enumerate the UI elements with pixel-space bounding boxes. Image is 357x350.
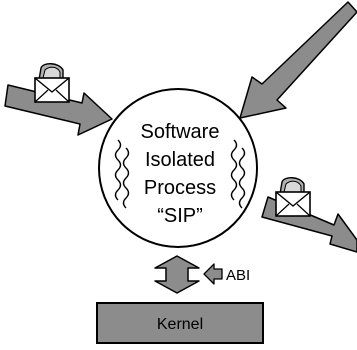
abi-label: ABI bbox=[226, 267, 250, 284]
squiggle-left bbox=[114, 139, 130, 209]
incoming-arrow-left bbox=[4, 84, 113, 136]
squiggle-right bbox=[230, 139, 246, 209]
abi-arrow bbox=[154, 255, 200, 294]
kernel-box bbox=[96, 302, 264, 344]
incoming-arrow-top-right bbox=[239, 1, 357, 119]
process-label-line3: Process bbox=[144, 177, 216, 199]
process-label-line4: “SIP” bbox=[157, 205, 203, 227]
envelope-icon bbox=[275, 177, 311, 217]
process-label-line1: Software bbox=[141, 121, 220, 143]
abi-pointer-arrow bbox=[203, 263, 223, 285]
process-label-line2: Isolated bbox=[145, 149, 215, 171]
kernel-label: Kernel bbox=[157, 316, 203, 333]
process-circle bbox=[98, 88, 258, 248]
envelope-icon bbox=[34, 63, 70, 103]
